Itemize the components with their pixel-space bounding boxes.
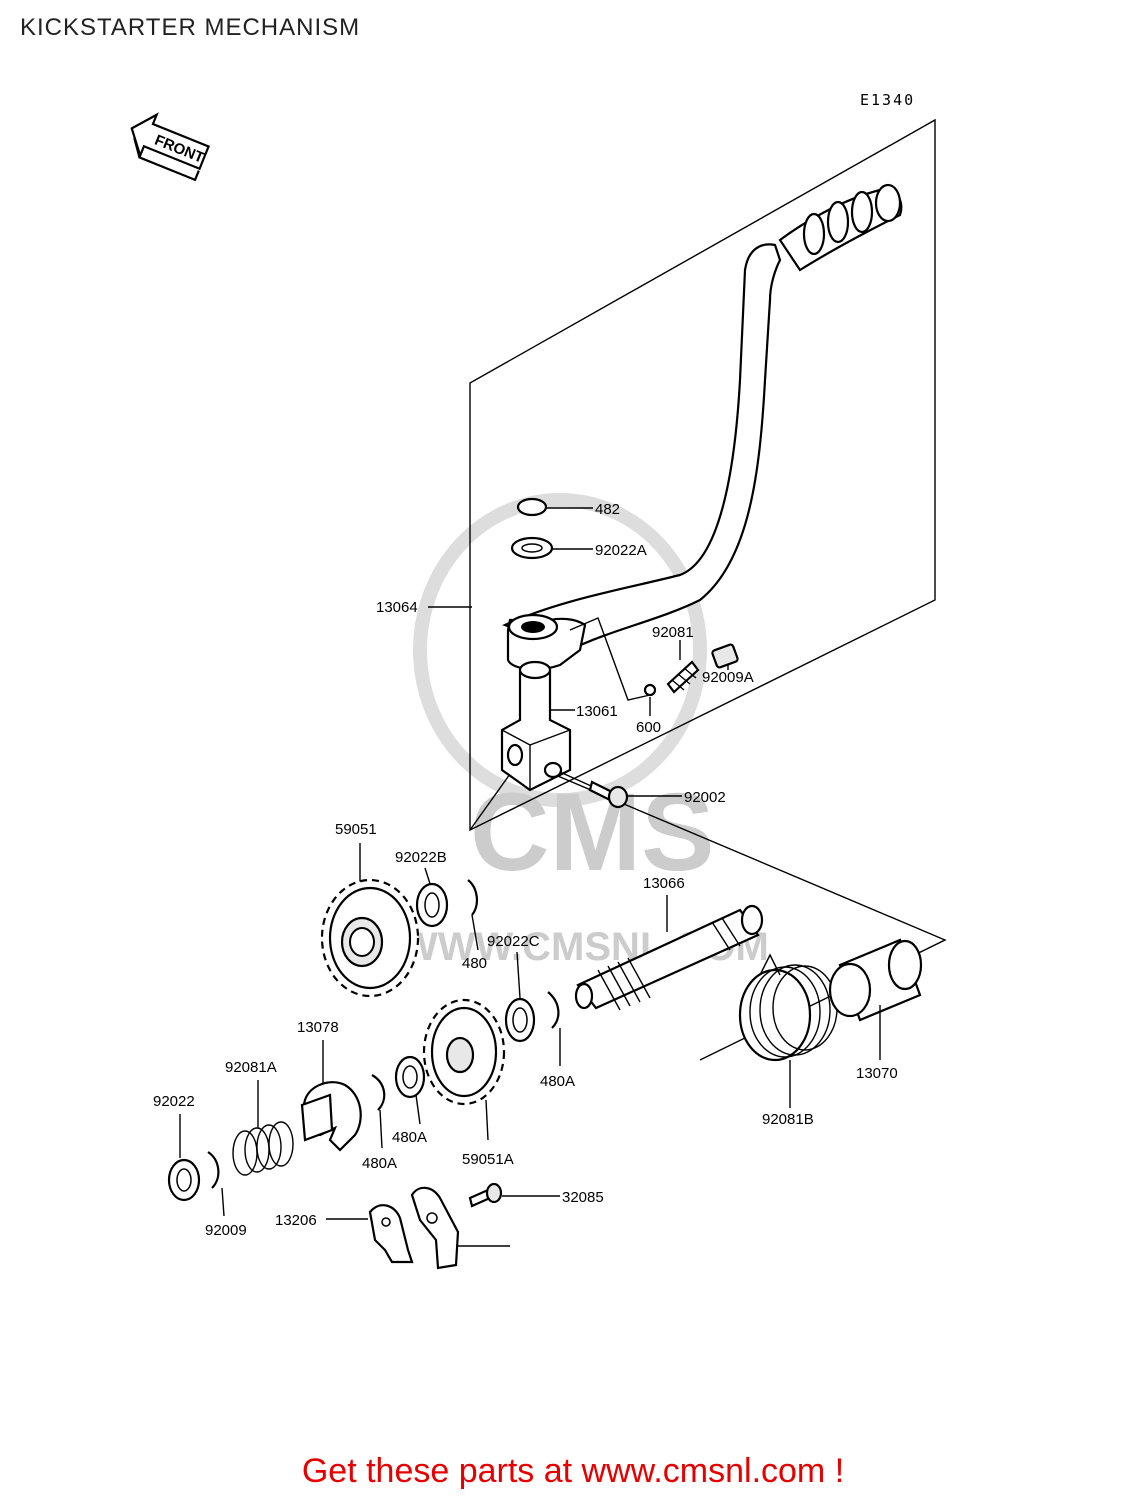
part-480A-left: 92009 — [205, 1151, 247, 1239]
part-480: 480 — [462, 879, 487, 972]
label-13070: 13070 — [856, 1065, 898, 1082]
kick-lever — [502, 183, 903, 701]
part-13061: 13061 — [500, 660, 618, 792]
label-92081B: 92081B — [762, 1111, 814, 1128]
label-59051: 59051 — [335, 821, 377, 838]
label-32085: 13206 — [275, 1212, 317, 1229]
part-480A-right: 480A — [540, 991, 575, 1090]
part-482: 482 — [516, 497, 620, 518]
part-59051: 59051 — [320, 821, 420, 998]
part-92081A: 92081A — [225, 1059, 294, 1176]
part-32085: 13206 — [275, 1204, 414, 1264]
label-92081A: 92081A — [225, 1059, 277, 1076]
page-title: KICKSTARTER MECHANISM — [20, 14, 361, 41]
label-92022C-lower: 480A — [392, 1129, 427, 1146]
part-92081B: 92081B — [738, 953, 838, 1128]
part-92022C-upper: 92022C — [487, 933, 540, 1043]
label-92081: 92081 — [652, 624, 694, 641]
label-13066: 13066 — [643, 875, 685, 892]
label-92022C-upper: 92022C — [487, 933, 540, 950]
part-480A-middle: 480A — [362, 1074, 397, 1172]
part-92081: 92081 — [652, 624, 700, 694]
footer-link-text[interactable]: Get these parts at www.cmsnl.com ! — [301, 1452, 845, 1490]
label-13064: 13064 — [376, 599, 418, 616]
part-92022: 92022 — [153, 1093, 201, 1202]
part-600: 600 — [636, 683, 661, 736]
front-arrow-icon: FRONT — [130, 112, 211, 182]
label-59051A: 59051A — [462, 1151, 514, 1168]
part-13078: 13078 — [297, 1019, 362, 1152]
assembly-plane — [469, 118, 947, 1061]
label-480A-right: 480A — [540, 1073, 575, 1090]
label-92022A: 92022A — [595, 542, 647, 559]
part-92022A: 92022A — [510, 536, 647, 560]
label-480A-middle: 480A — [362, 1155, 397, 1172]
label-92022: 92022 — [153, 1093, 195, 1110]
diagram-code: E1340 — [860, 91, 915, 109]
label-13061: 13061 — [576, 703, 618, 720]
part-92002: 92002 — [559, 771, 726, 809]
part-92022C-lower: 480A — [392, 1055, 427, 1146]
part-92022B: 92022B — [395, 849, 449, 928]
parts-diagram: CMS WWW.CMSNL.COM E1340 FRONT 482 — [130, 91, 947, 1270]
label-92009A: 92009A — [702, 669, 754, 686]
label-480A-left: 92009 — [205, 1222, 247, 1239]
part-13070: 13070 — [828, 938, 923, 1082]
part-92009: 32085 — [468, 1182, 604, 1208]
part-13206 — [410, 1186, 510, 1270]
label-482: 482 — [595, 501, 620, 518]
part-13064: 13064 — [376, 599, 472, 616]
label-92009: 32085 — [562, 1189, 604, 1206]
part-13066: 13066 — [574, 875, 764, 1011]
label-600: 600 — [636, 719, 661, 736]
label-480: 480 — [462, 955, 487, 972]
part-92009A: 92009A — [702, 643, 754, 686]
part-59051A: 59051A — [422, 998, 514, 1168]
label-92022B: 92022B — [395, 849, 447, 866]
label-13078: 13078 — [297, 1019, 339, 1036]
label-92002: 92002 — [684, 789, 726, 806]
